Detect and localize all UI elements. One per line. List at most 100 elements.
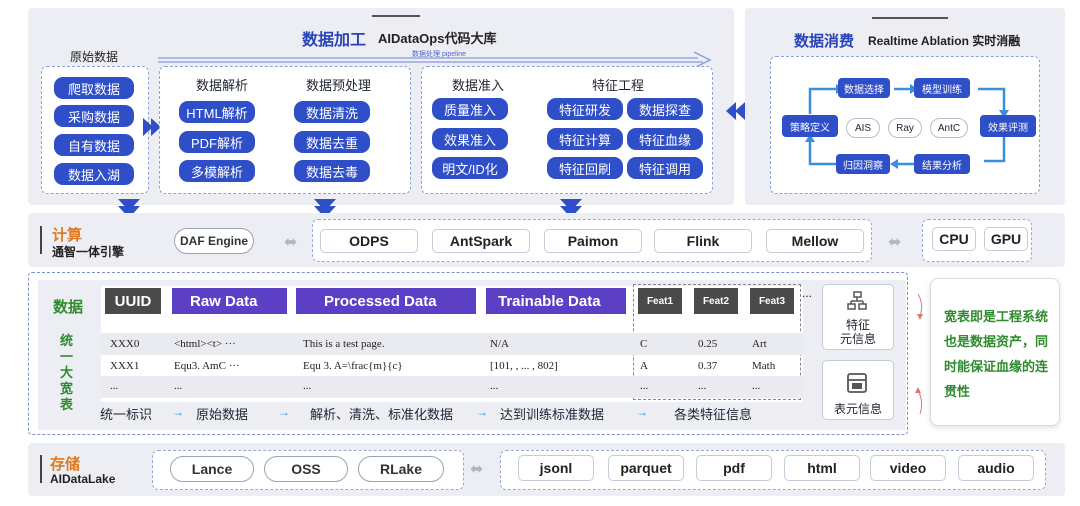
- raw-item-lake: 数据入湖: [54, 163, 134, 185]
- feature-explore: 数据探查: [627, 98, 703, 120]
- compute-divider: [40, 226, 42, 254]
- cell-0-5: 0.25: [698, 338, 718, 350]
- widetable-side-title: 数据: [53, 299, 84, 316]
- table-row-0: [101, 333, 803, 355]
- engine-mellow: Mellow: [766, 229, 864, 253]
- cell-1-6: Math: [752, 360, 776, 372]
- node-data-select: 数据选择: [838, 78, 890, 98]
- raw-item-own: 自有数据: [54, 134, 134, 156]
- ring-ray: Ray: [888, 118, 922, 138]
- node-model-train: 模型训练: [914, 78, 970, 98]
- callout-arrows: [915, 293, 923, 415]
- engine-odps: ODPS: [320, 229, 418, 253]
- admission-label: 数据准入: [452, 78, 505, 93]
- widetable-side-vertical-3: 宽: [60, 381, 74, 396]
- hardware-arrow: ⬌: [888, 234, 902, 251]
- preprocess-dedup: 数据去重: [294, 131, 370, 153]
- feature-meta-label: 特征 元信息: [839, 318, 876, 346]
- cell-1-1: Equ3. AmC ···: [174, 360, 240, 372]
- feature-invoke: 特征调用: [627, 157, 703, 179]
- consume-to-process-arrow-2: [735, 102, 745, 120]
- pipeline-arrow-svg: [158, 51, 712, 69]
- processing-title: 数据加工: [302, 32, 367, 49]
- cell-0-0: XXX0: [110, 338, 140, 350]
- parse-multimodal: 多模解析: [179, 160, 255, 182]
- consumption-title-bar: [872, 17, 948, 19]
- compute-title: 计算: [52, 227, 83, 244]
- header-feat3: Feat3: [750, 288, 794, 314]
- widetable-side-vertical-2: 大: [60, 365, 74, 380]
- widetable-side-vertical-4: 表: [60, 397, 74, 412]
- store-rlake: RLake: [358, 456, 444, 482]
- admission-id: 明文/ID化: [432, 157, 508, 179]
- node-strategy: 策略定义: [782, 115, 838, 137]
- legend-processed: 解析、清洗、标准化数据: [310, 407, 454, 422]
- processing-title-bar: [372, 15, 420, 17]
- format-pdf: pdf: [696, 455, 772, 481]
- feature-dev: 特征研发: [547, 98, 623, 120]
- callout-text: 宽表即是工程系统也是数据资产，同时能保证血缘的连贯性: [944, 309, 1049, 399]
- cell-0-1: <html><t> ···: [174, 338, 236, 350]
- engine-antspark: AntSpark: [432, 229, 530, 253]
- preprocess-detox: 数据去毒: [294, 160, 370, 182]
- cell-1-4: A: [640, 360, 648, 372]
- table-row-2: [101, 376, 803, 398]
- pipeline-arrow: [158, 50, 712, 69]
- widetable-side-vertical-0: 统: [60, 333, 74, 348]
- raw-to-parse-arrow-2: [151, 118, 161, 136]
- preprocess-clean: 数据清洗: [294, 101, 370, 123]
- hardware-cpu: CPU: [932, 227, 976, 251]
- format-video: video: [870, 455, 946, 481]
- format-parquet: parquet: [608, 455, 684, 481]
- format-audio: audio: [958, 455, 1034, 481]
- ring-antc: AntC: [930, 118, 968, 138]
- format-jsonl: jsonl: [518, 455, 594, 481]
- admission-quality: 质量准入: [432, 98, 508, 120]
- storage-divider: [40, 455, 42, 483]
- legend-arrow-4: →: [636, 405, 648, 419]
- legend-arrow-1: →: [172, 405, 184, 419]
- node-eval: 效果评测: [980, 115, 1036, 137]
- storage-subtitle: AIDataLake: [50, 472, 116, 486]
- cell-0-3: N/A: [490, 338, 509, 350]
- cell-1-3: [101, , ... , 802]: [490, 360, 558, 372]
- feature-lineage: 特征血缘: [627, 128, 703, 150]
- hardware-gpu: GPU: [984, 227, 1028, 251]
- feature-label: 特征工程: [592, 78, 645, 93]
- parse-pdf: PDF解析: [179, 131, 255, 153]
- cell-2-1: ...: [174, 380, 183, 392]
- feature-backfill: 特征回刷: [547, 157, 623, 179]
- raw-to-parse-arrow-1: [143, 118, 153, 136]
- node-analysis: 结果分析: [914, 154, 970, 174]
- format-html: html: [784, 455, 860, 481]
- cell-2-3: ...: [490, 380, 499, 392]
- widetable-side-vertical-1: 一: [60, 349, 74, 364]
- cell-1-0: XXX1: [110, 360, 140, 372]
- parse-label: 数据解析: [196, 78, 249, 93]
- engine-flink: Flink: [654, 229, 752, 253]
- engine-paimon: Paimon: [544, 229, 642, 253]
- legend-arrow-2: →: [278, 405, 290, 419]
- callout-box: [930, 278, 1060, 426]
- cell-1-5: 0.37: [698, 360, 718, 372]
- cell-0-6: Art: [752, 338, 767, 350]
- consumption-title: 数据消费: [794, 33, 855, 50]
- header-processed: Processed Data: [296, 288, 476, 314]
- legend-trainable: 达到训练标准数据: [500, 407, 605, 422]
- daf-engine: DAF Engine: [174, 228, 254, 254]
- feature-meta-icon: [847, 291, 867, 310]
- raw-item-purchase: 采购数据: [54, 105, 134, 127]
- header-uuid: UUID: [105, 288, 161, 314]
- storage-arrow: ⬌: [470, 461, 484, 478]
- store-oss: OSS: [264, 456, 348, 482]
- header-raw: Raw Data: [172, 288, 287, 314]
- node-attribution: 归因洞察: [836, 154, 890, 174]
- cell-2-0: ...: [110, 380, 119, 392]
- legend-arrow-3: →: [476, 405, 488, 419]
- cell-1-2: Equ 3. A=\frac{m}{c}: [303, 360, 403, 372]
- legend-raw: 原始数据: [196, 407, 249, 422]
- storage-title: 存储: [50, 456, 81, 473]
- store-lance: Lance: [170, 456, 254, 482]
- consumption-subtitle: Realtime Ablation 实时消融: [868, 34, 1021, 48]
- raw-data-label: 原始数据: [70, 50, 119, 64]
